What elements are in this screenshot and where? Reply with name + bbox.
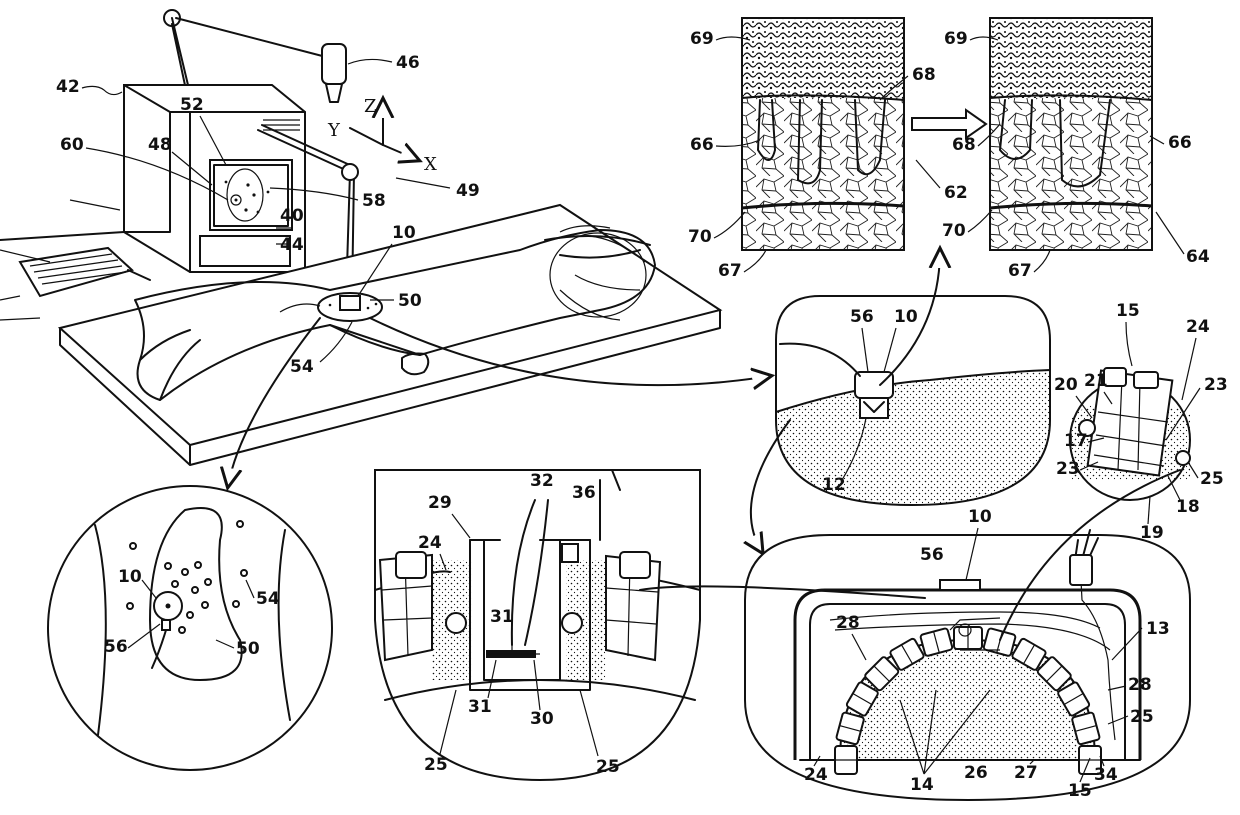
tissue-panel-before xyxy=(742,18,904,250)
label-44: 44 xyxy=(280,235,304,255)
label-24-b: 24 xyxy=(418,533,442,553)
label-66-a: 66 xyxy=(690,135,714,155)
label-26: 26 xyxy=(964,763,988,783)
label-67-a: 67 xyxy=(718,261,742,281)
label-14: 14 xyxy=(910,775,934,795)
label-27: 27 xyxy=(1014,763,1038,783)
label-69-a: 69 xyxy=(690,29,714,49)
label-48: 48 xyxy=(148,135,172,155)
tissue-panel-after xyxy=(990,18,1152,250)
label-54: 54 xyxy=(290,357,314,377)
label-56-c: 56 xyxy=(920,545,944,565)
label-52: 52 xyxy=(180,95,204,115)
label-66-b: 66 xyxy=(1168,133,1192,153)
label-29: 29 xyxy=(428,493,452,513)
label-67-b: 67 xyxy=(1008,261,1032,281)
system-scene xyxy=(0,10,720,465)
label-56-b: 56 xyxy=(104,637,128,657)
label-13: 13 xyxy=(1146,619,1170,639)
label-60: 60 xyxy=(60,135,84,155)
label-58: 58 xyxy=(362,191,386,211)
label-68-b: 68 xyxy=(952,135,976,155)
label-15-b: 15 xyxy=(1068,781,1092,801)
label-23-b: 23 xyxy=(1056,459,1080,479)
label-32: 32 xyxy=(530,471,554,491)
detail-circle-probe xyxy=(776,296,1050,505)
label-28-a: 28 xyxy=(836,613,860,633)
label-54-b: 54 xyxy=(256,589,280,609)
label-10-b: 10 xyxy=(894,307,918,327)
label-28-b: 28 xyxy=(1128,675,1152,695)
label-25-a: 25 xyxy=(1200,469,1224,489)
label-70-a: 70 xyxy=(688,227,712,247)
label-23-a: 23 xyxy=(1204,375,1228,395)
label-36: 36 xyxy=(572,483,596,503)
label-25-d: 25 xyxy=(1130,707,1154,727)
label-46: 46 xyxy=(396,53,420,73)
detail-circle-top-view xyxy=(48,486,332,770)
transition-arrow xyxy=(912,110,986,138)
label-12: 12 xyxy=(822,475,846,495)
label-10-d: 10 xyxy=(968,507,992,527)
label-40: 40 xyxy=(280,206,304,226)
detail-circle-sensor xyxy=(375,470,700,780)
label-24-a: 24 xyxy=(1186,317,1210,337)
label-69-b: 69 xyxy=(944,29,968,49)
label-56-a: 56 xyxy=(850,307,874,327)
label-21: 21 xyxy=(1084,371,1108,391)
label-25-b: 25 xyxy=(424,755,448,775)
label-68-a: 68 xyxy=(912,65,936,85)
label-62: 62 xyxy=(944,183,968,203)
label-15-a: 15 xyxy=(1116,301,1140,321)
label-30: 30 xyxy=(530,709,554,729)
axis-y-label: Y xyxy=(327,120,341,141)
camera-icon xyxy=(322,44,346,84)
label-17: 17 xyxy=(1064,431,1088,451)
label-19: 19 xyxy=(1140,523,1164,543)
axis-x-label: X xyxy=(424,154,437,175)
label-25-c: 25 xyxy=(596,757,620,777)
label-50: 50 xyxy=(398,291,422,311)
label-49: 49 xyxy=(456,181,480,201)
label-34: 34 xyxy=(1094,765,1118,785)
label-50-b: 50 xyxy=(236,639,260,659)
label-10: 10 xyxy=(392,223,416,243)
label-10-c: 10 xyxy=(118,567,142,587)
label-24-c: 24 xyxy=(804,765,828,785)
label-70-b: 70 xyxy=(942,221,966,241)
label-31-b: 31 xyxy=(468,697,492,717)
axis-z-label: Z xyxy=(364,96,377,117)
label-42: 42 xyxy=(56,77,80,97)
label-64: 64 xyxy=(1186,247,1210,267)
label-20: 20 xyxy=(1054,375,1078,395)
label-31-a: 31 xyxy=(490,607,514,627)
